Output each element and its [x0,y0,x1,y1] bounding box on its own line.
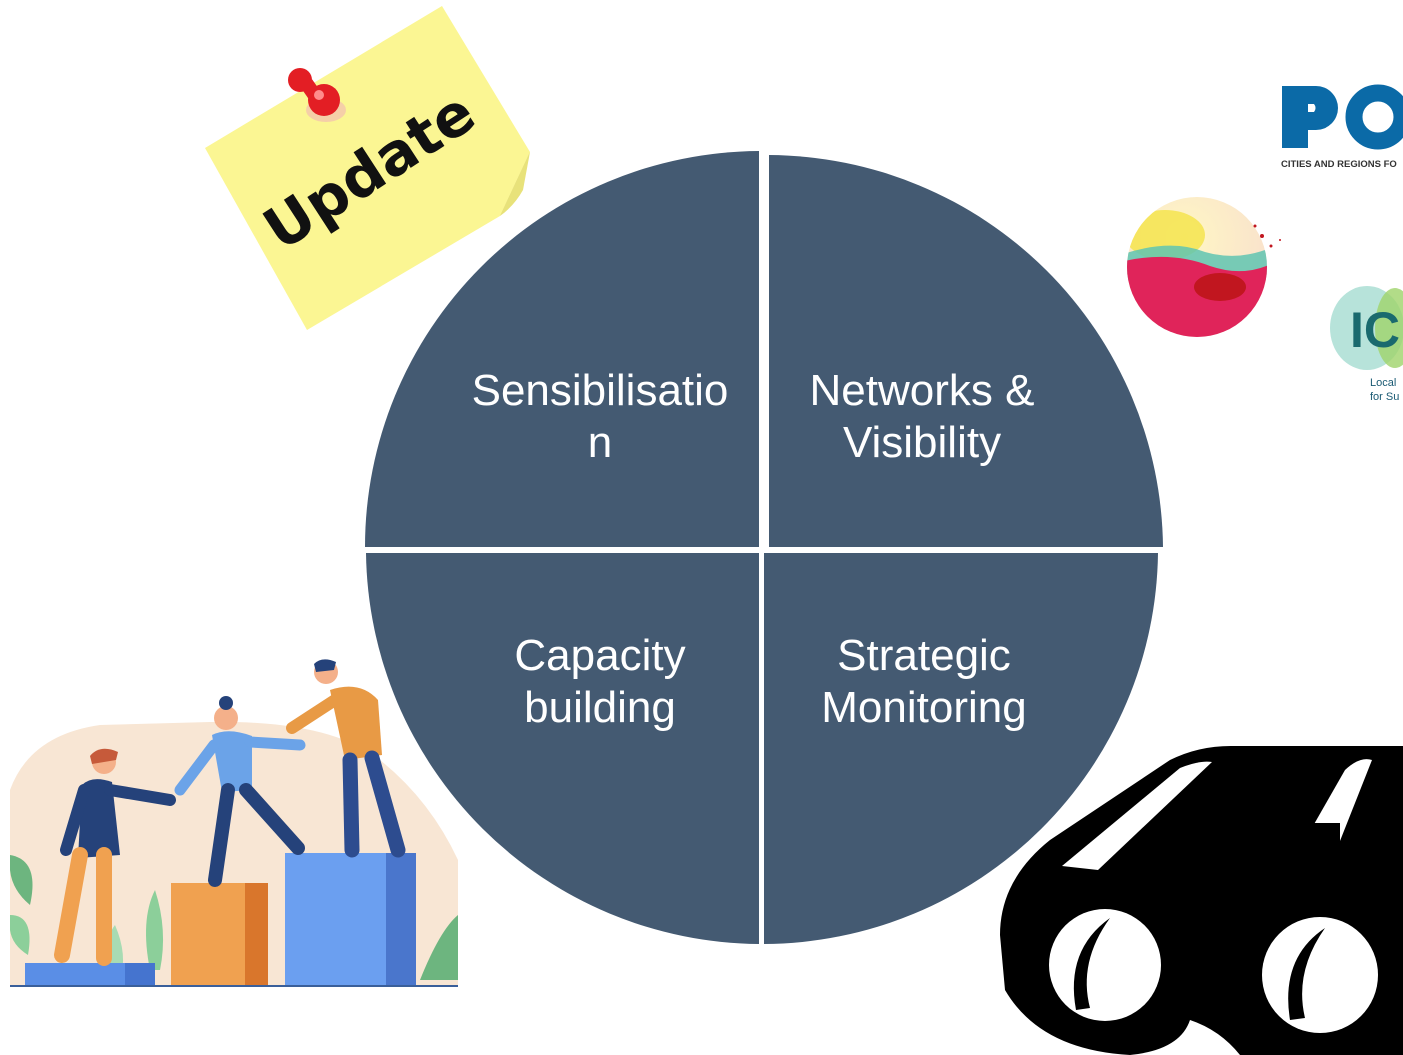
quadrant-label-capacity-building: Capacity building [514,631,686,732]
quadrant-circle [365,151,1163,944]
teamwork-illustration [10,659,458,987]
quadrant-label-strategic-monitoring: Strategic Monitoring [821,631,1027,732]
iclei-tagline-line1: Local [1370,377,1396,389]
pop-logo: CITIES AND REGIONS FO [1281,84,1403,170]
sticky-note-paper [205,6,530,330]
quadrant-label-sensibilisation: Sensibilisatio n [471,366,729,467]
quadrant-bottom-left [366,553,759,944]
pop-logo-tagline: CITIES AND REGIONS FO [1281,159,1397,170]
quadrant-top-right [769,155,1163,547]
iclei-logo-text: IC [1350,302,1400,358]
quadrant-top-left [365,151,759,547]
quadrant-label-networks-visibility: Networks & Visibility [809,366,1035,467]
quadrant-bottom-right [764,553,1158,944]
sticky-note-curl-shadow [500,152,530,216]
iclei-logo: IC Local for Su [1330,286,1403,403]
iclei-tagline-line2: for Su [1370,391,1399,403]
binoculars-icon [1000,745,1403,1055]
watercolor-logo [1127,197,1281,337]
pushpin-icon [288,68,346,122]
sticky-note: Update [205,6,530,330]
